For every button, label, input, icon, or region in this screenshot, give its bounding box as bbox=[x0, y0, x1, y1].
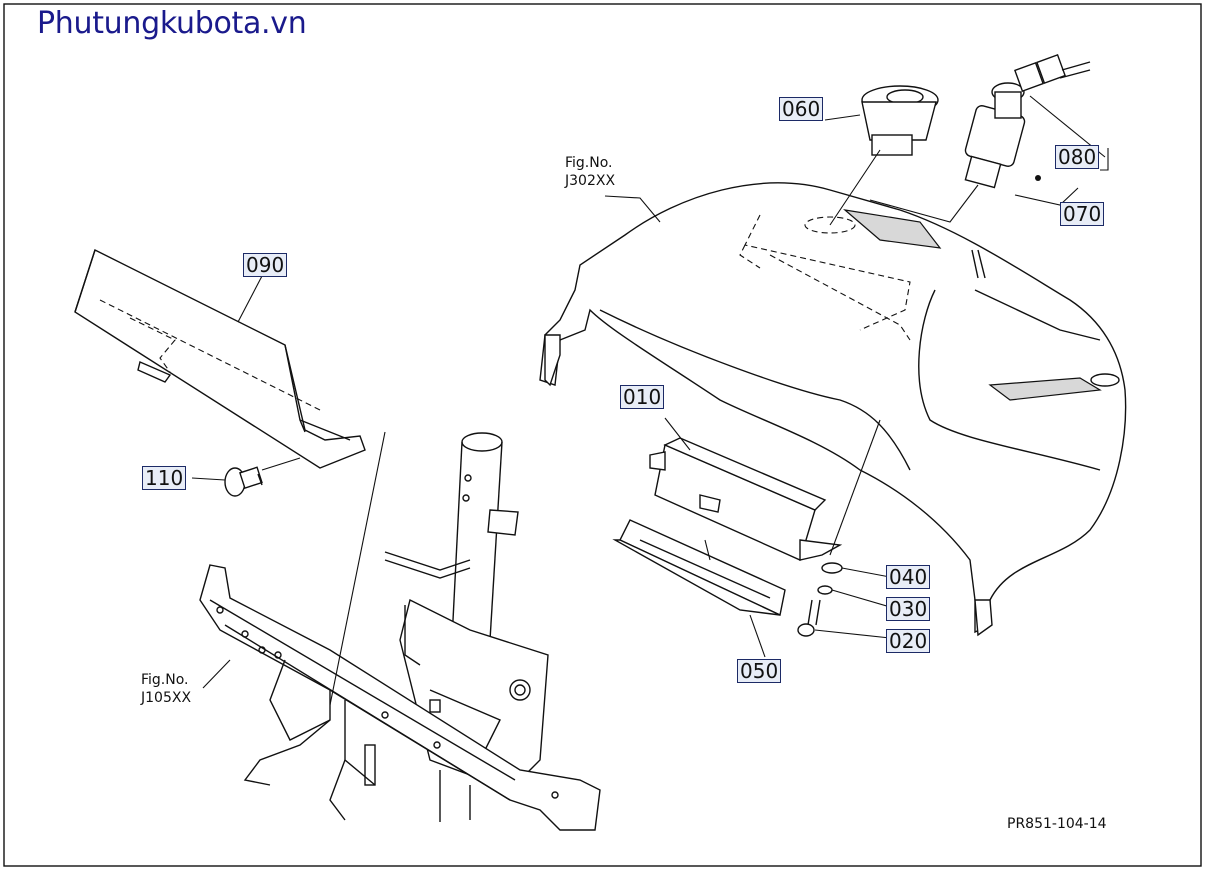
page-border bbox=[3, 3, 1202, 867]
frame-assembly bbox=[199, 432, 601, 831]
callout-010[interactable]: 010 bbox=[620, 385, 665, 409]
part-010-unit bbox=[649, 437, 843, 561]
callout-020[interactable]: 020 bbox=[886, 629, 931, 653]
figure-reference-j302[interactable]: Fig.No. J302XX bbox=[565, 154, 615, 190]
figure-reference-j302-line1: Fig.No. bbox=[565, 155, 613, 171]
callout-110[interactable]: 110 bbox=[142, 466, 187, 490]
callout-080[interactable]: 080 bbox=[1055, 145, 1100, 169]
bolt-110 bbox=[224, 466, 263, 497]
callout-050[interactable]: 050 bbox=[737, 659, 782, 683]
figure-reference-j302-line2: J302XX bbox=[565, 173, 616, 189]
part-060-plug bbox=[861, 85, 939, 156]
figure-reference-j105-line2: J105XX bbox=[141, 690, 192, 706]
callout-030[interactable]: 030 bbox=[886, 597, 931, 621]
hardware-washers-screw bbox=[797, 562, 843, 637]
figure-reference-j105[interactable]: Fig.No. J105XX bbox=[141, 671, 191, 707]
part-050-tray bbox=[612, 519, 786, 617]
cover-plate-090 bbox=[74, 249, 366, 469]
site-watermark: Phutungkubota.vn bbox=[37, 6, 307, 41]
dash-panel-j302 bbox=[539, 182, 1127, 637]
part-080-key-switch bbox=[964, 54, 1091, 189]
callout-070[interactable]: 070 bbox=[1060, 202, 1105, 226]
leader-lines bbox=[191, 95, 1109, 706]
callout-060[interactable]: 060 bbox=[779, 97, 824, 121]
callout-040[interactable]: 040 bbox=[886, 565, 931, 589]
callout-090[interactable]: 090 bbox=[243, 253, 288, 277]
drawing-code: PR851-104-14 bbox=[1007, 816, 1107, 832]
figure-reference-j105-line1: Fig.No. bbox=[141, 672, 189, 688]
